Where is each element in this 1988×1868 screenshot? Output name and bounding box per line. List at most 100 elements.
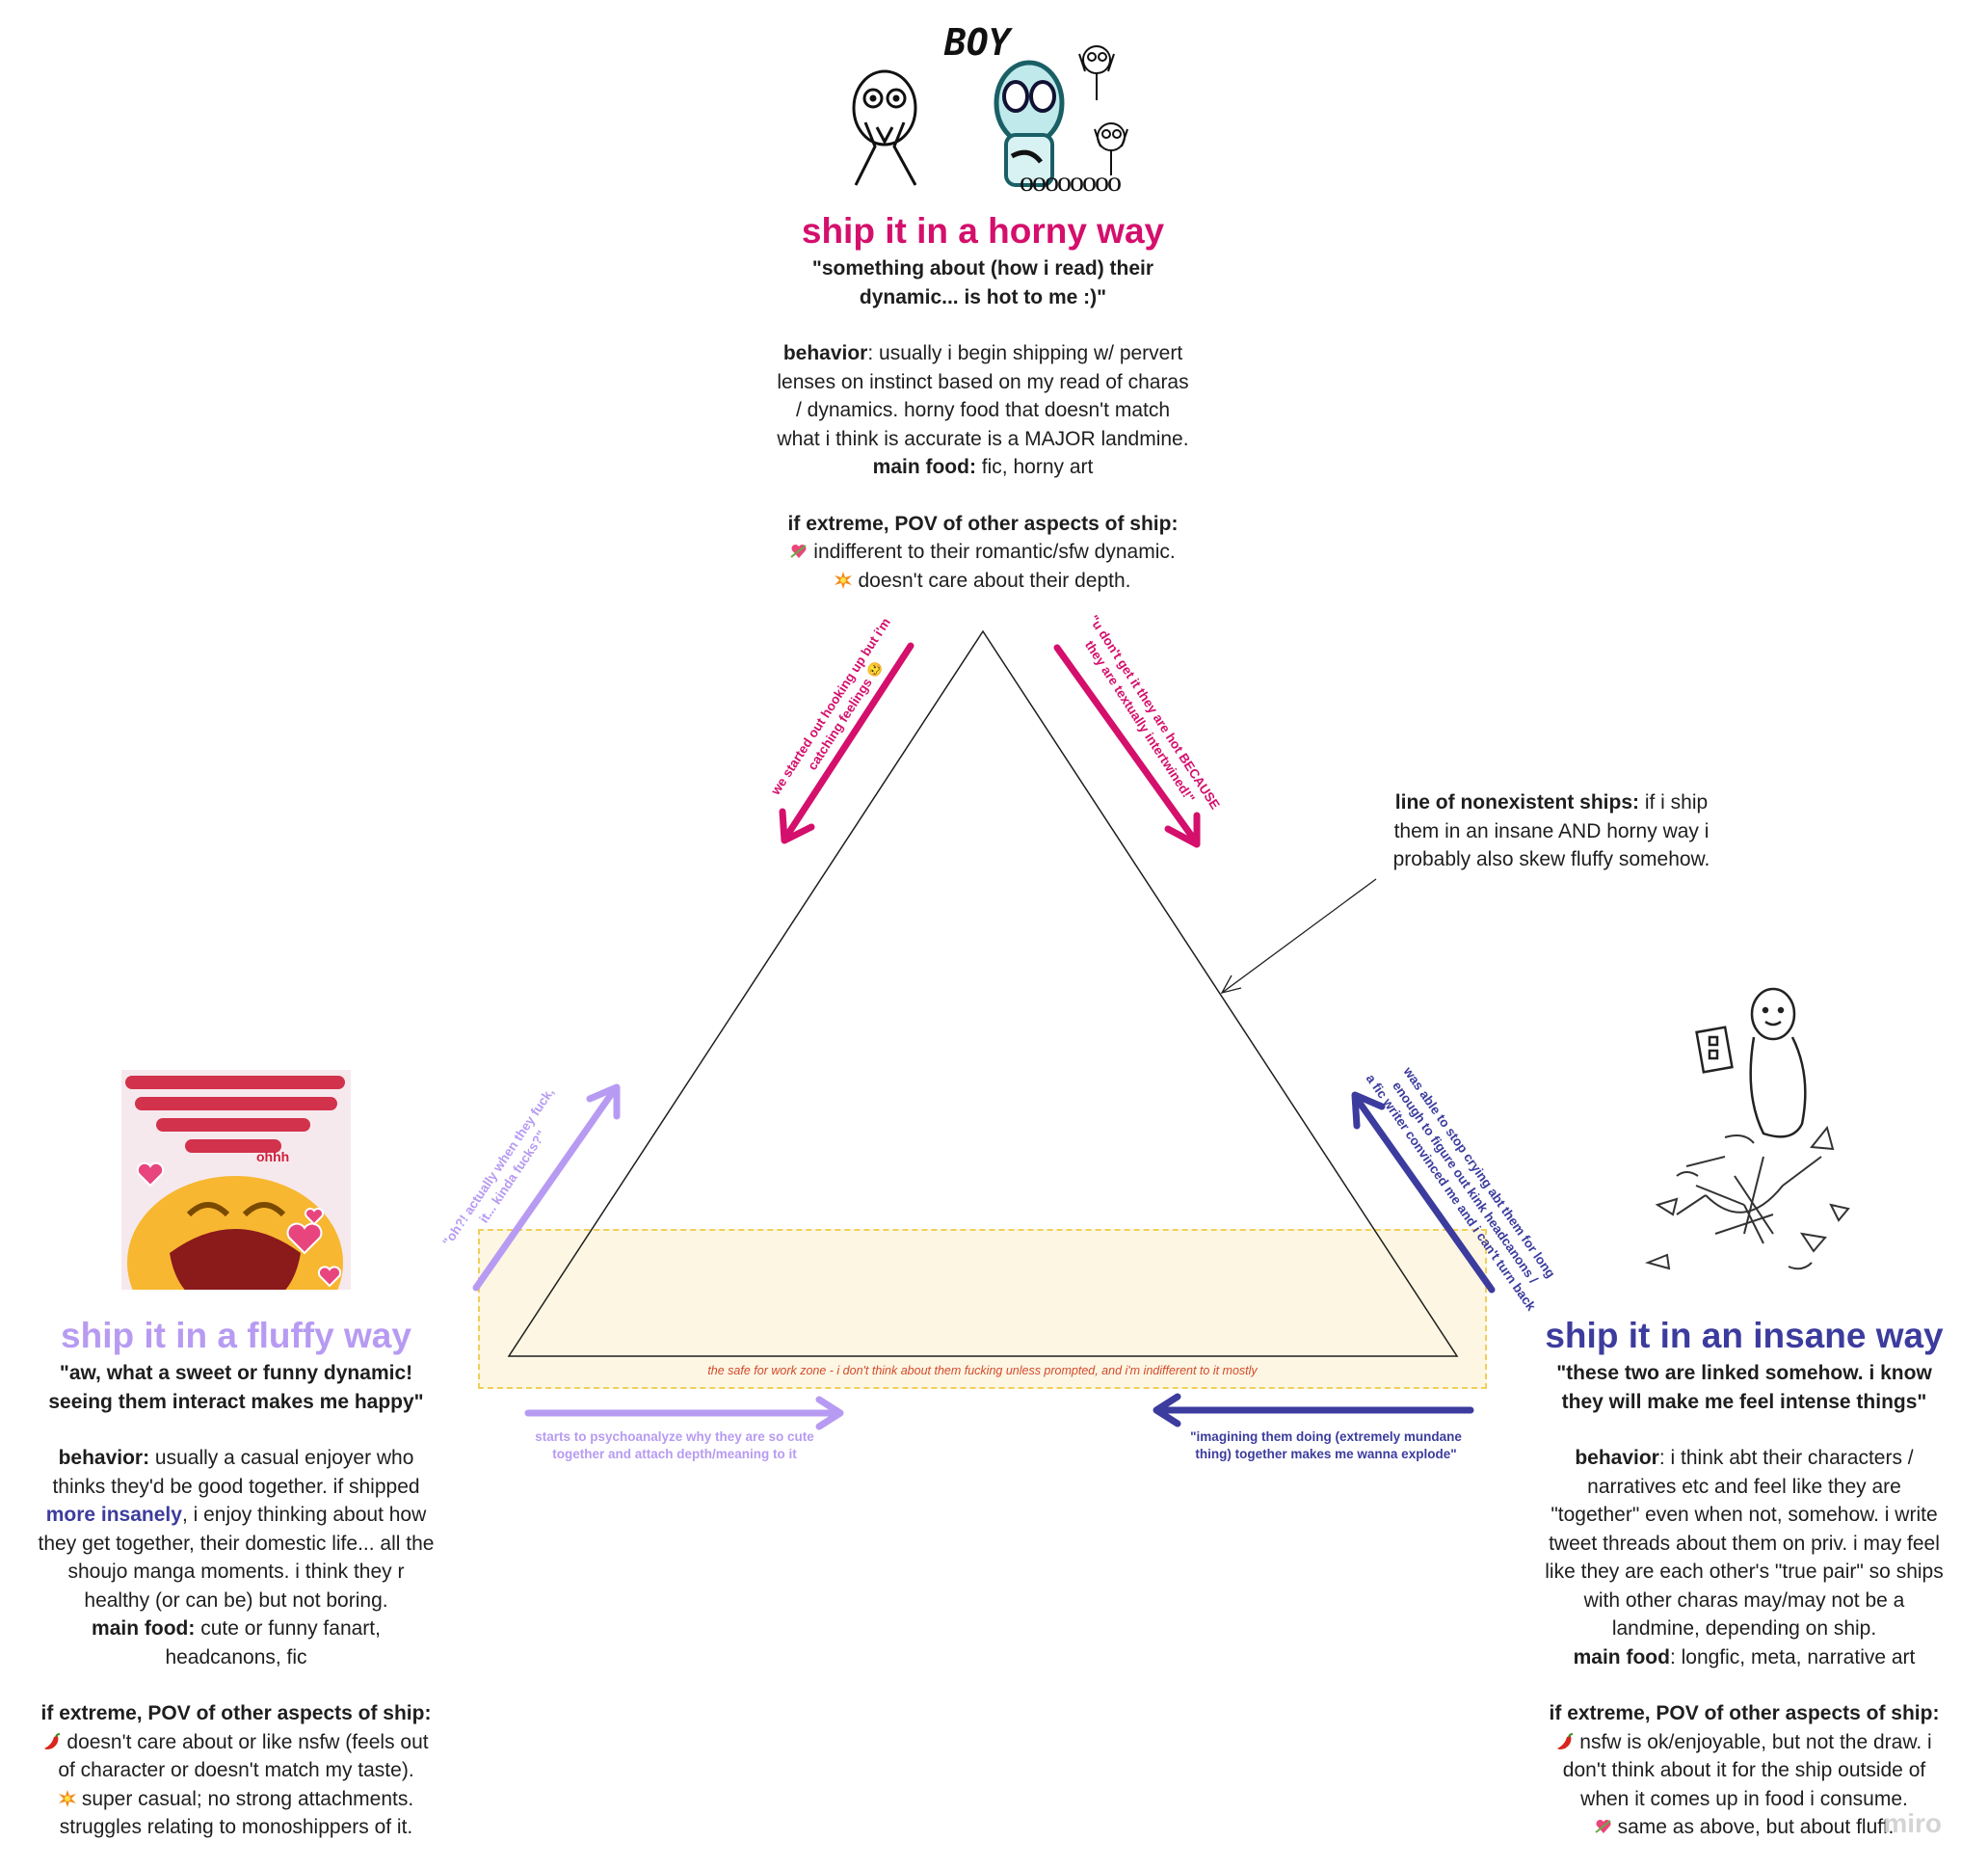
horny-food-label: main food:	[872, 456, 976, 478]
insane-extreme: if extreme, POV of other aspects of ship…	[1503, 1699, 1985, 1842]
nonexistent-pointer-head	[1220, 974, 1242, 994]
chaos-scribble-icon	[1644, 1125, 1850, 1270]
nonexistent-label: line of nonexistent ships:	[1394, 791, 1639, 814]
glitch-figure-icon	[994, 60, 1065, 187]
horny-quote-line: dynamic... is hot to me :)"	[859, 285, 1107, 308]
explosion-icon	[835, 569, 853, 589]
fluffy-behavior: behavior: usually a casual enjoyer who t…	[0, 1444, 472, 1671]
small-figure-icon	[1078, 45, 1128, 175]
horny-food-text: fic, horny art	[975, 456, 1094, 478]
miro-watermark: miro	[1883, 1808, 1942, 1838]
insane-behavior-text: narratives etc and feel like they are	[1587, 1475, 1901, 1498]
arrow-label-fluffy-to-insane: starts to psychoanalyze why they are so …	[501, 1428, 848, 1463]
insane-food-text: : longfic, meta, narrative art	[1669, 1645, 1916, 1668]
insane-behavior-text: tweet threads about them on priv. i may …	[1549, 1532, 1940, 1555]
horny-quote-line: "something about (how i read) their	[811, 257, 1154, 280]
horny-behavior-label: behavior	[782, 342, 868, 364]
fluffy-extreme-text: doesn't care about or like nsfw (feels o…	[66, 1730, 429, 1753]
arrow-label-line: thing) together makes me wanna explode"	[1195, 1447, 1457, 1461]
insane-food-label: main food	[1573, 1645, 1670, 1668]
fluffy-quote: "aw, what a sweet or funny dynamic! seei…	[0, 1359, 472, 1416]
fluffy-behavior-label: behavior:	[58, 1447, 150, 1469]
insane-behavior-text: landmine, depending on ship.	[1611, 1617, 1877, 1640]
insane-quote-line: "these two are linked somehow. i know	[1556, 1362, 1932, 1384]
fluffy-behavior-text: shoujo manga moments. i think they r	[67, 1561, 405, 1583]
arrow-label-insane-to-fluffy: "imagining them doing (extremely mundane…	[1153, 1428, 1499, 1463]
insane-extreme-text: same as above, but about fluff.	[1617, 1816, 1895, 1838]
crying-face-icon	[127, 1176, 343, 1290]
fluffy-food-text: headcanons, fic	[165, 1645, 307, 1668]
arrow-label-line: "imagining them doing (extremely mundane	[1190, 1429, 1462, 1444]
horny-behavior: behavior: usually i begin shipping w/ pe…	[694, 339, 1272, 482]
insane-behavior-text: with other charas may/may not be a	[1583, 1588, 1905, 1612]
nonexistent-text: them in an insane AND horny way i	[1393, 819, 1710, 842]
sfw-zone-caption: the safe for work zone - i don't think a…	[707, 1364, 1258, 1377]
smiling-figure-icon	[1695, 987, 1807, 1138]
fluffy-behavior-text: usually a casual enjoyer who	[149, 1447, 414, 1469]
fluffy-extreme: if extreme, POV of other aspects of ship…	[0, 1699, 472, 1842]
horny-extreme-text: indifferent to their romantic/sfw dynami…	[813, 541, 1176, 563]
shocked-figure-icon	[852, 69, 917, 186]
insane-behavior-text: "together" even when not, somehow. i wri…	[1551, 1504, 1938, 1526]
horny-title: ship it in a horny way	[801, 211, 1165, 251]
arrow-horny-to-insane	[1053, 644, 1201, 848]
horny-behavior-text: / dynamics. horny food that doesn't matc…	[795, 399, 1171, 421]
fluffy-behavior-text: thinks they'd be good together. if shipp…	[52, 1475, 420, 1498]
insane-quote: "these two are linked somehow. i know th…	[1503, 1359, 1985, 1416]
nonexistent-ships-note: line of nonexistent ships: if i ship the…	[1368, 788, 1735, 874]
fluffy-meme-text: ohhh	[256, 1149, 290, 1164]
heart-icon	[136, 1161, 342, 1288]
horny-text-block: "something about (how i read) their dyna…	[694, 254, 1272, 595]
arrow-fluffy-to-insane	[524, 1396, 844, 1430]
fluffy-extreme-text: of character or doesn't match my taste).	[58, 1759, 414, 1781]
horny-extreme-label: if extreme, POV of other aspects of ship…	[787, 512, 1179, 535]
insane-meme-image	[1619, 983, 1869, 1301]
arrow-label-line: starts to psychoanalyze why they are so …	[535, 1429, 814, 1444]
horny-extreme-text: doesn't care about their depth.	[858, 569, 1131, 592]
insane-title: ship it in an insane way	[1545, 1316, 1944, 1355]
heart-arrow-icon	[790, 540, 808, 558]
insane-behavior-label: behavior	[1575, 1447, 1659, 1469]
sfw-zone	[478, 1229, 1487, 1389]
horny-behavior-text: : usually i begin shipping w/ pervert	[867, 342, 1183, 364]
horny-extreme: if extreme, POV of other aspects of ship…	[694, 510, 1272, 596]
insane-extreme-text: when it comes up in food i consume.	[1580, 1787, 1908, 1810]
fluffy-extreme-text: struggles relating to monoshippers of it…	[59, 1816, 413, 1838]
insane-extreme-label: if extreme, POV of other aspects of ship…	[1549, 1702, 1940, 1724]
nonexistent-text: probably also skew fluffy somehow.	[1392, 848, 1710, 870]
horny-quote: "something about (how i read) their dyna…	[694, 254, 1272, 311]
insane-extreme-text: nsfw is ok/enjoyable, but not the draw. …	[1579, 1730, 1932, 1753]
arrow-fluffy-to-horny	[472, 1083, 621, 1292]
fluffy-title: ship it in a fluffy way	[61, 1316, 411, 1355]
insane-behavior: behavior: i think abt their characters /…	[1503, 1444, 1985, 1671]
fluffy-text-block: "aw, what a sweet or funny dynamic! seei…	[0, 1359, 472, 1842]
arrow-insane-to-horny	[1351, 1091, 1496, 1294]
insane-extreme-text: don't think about it for the ship outsid…	[1562, 1759, 1926, 1781]
horny-behavior-text: lenses on instinct based on my read of c…	[777, 370, 1189, 393]
fluffy-extreme-text: super casual; no strong attachments.	[81, 1787, 414, 1810]
arrow-insane-to-fluffy	[1153, 1393, 1474, 1428]
nonexistent-text: if i ship	[1639, 791, 1709, 814]
insane-behavior-text: like they are each other's "true pair" s…	[1545, 1561, 1944, 1583]
horny-meme-caption: BOY	[944, 21, 1011, 64]
fluffy-behavior-text: they get together, their domestic life..…	[38, 1532, 435, 1555]
arrow-horny-to-fluffy	[779, 642, 914, 844]
heart-arrow-icon	[1594, 1815, 1612, 1833]
chili-pepper-icon	[43, 1730, 61, 1749]
horny-meme-text: oooooooo	[1020, 166, 1122, 198]
fluffy-behavior-text: healthy (or can be) but not boring.	[84, 1588, 388, 1612]
explosion-icon	[58, 1787, 76, 1807]
insane-behavior-text: : i think abt their characters /	[1658, 1447, 1914, 1469]
fluffy-meme-image: ohhh	[121, 1070, 351, 1290]
fluffy-extreme-label: if extreme, POV of other aspects of ship…	[40, 1702, 432, 1724]
fluffy-behavior-text: , i enjoy thinking about how	[181, 1504, 427, 1526]
fluffy-behavior-highlight: more insanely	[45, 1504, 182, 1526]
fluffy-quote-line: seeing them interact makes me happy"	[48, 1390, 424, 1413]
horny-meme-image: BOY oooooooo	[836, 21, 1154, 200]
fluffy-food-label: main food:	[92, 1617, 196, 1640]
arrow-label-line: together and attach depth/meaning to it	[552, 1447, 797, 1461]
fluffy-food-text: cute or funny fanart,	[195, 1617, 381, 1640]
nonexistent-pointer-line	[1221, 878, 1377, 994]
chili-pepper-icon	[1556, 1730, 1574, 1749]
